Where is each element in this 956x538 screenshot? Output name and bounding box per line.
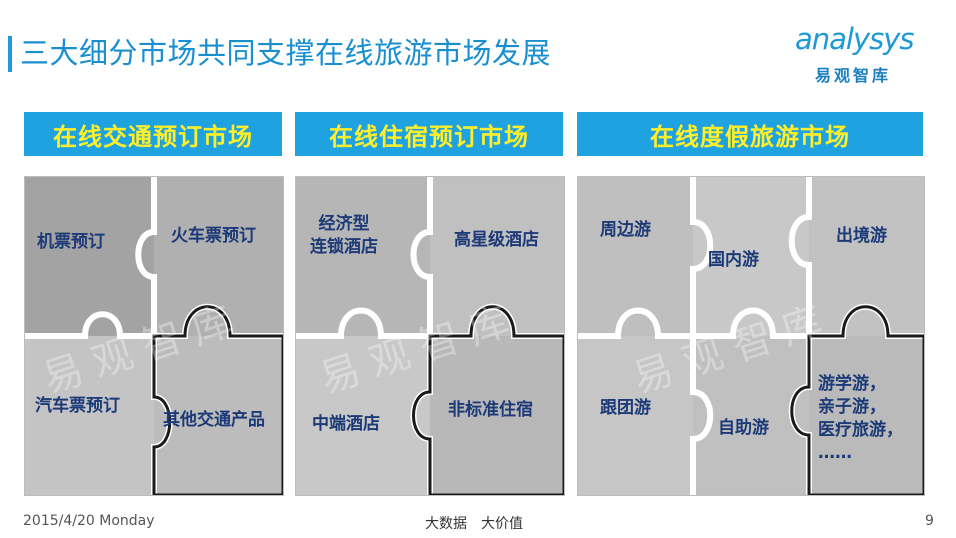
puzzle-piece-label: 高星级酒店 [454, 230, 539, 250]
puzzle-piece-label: 自助游 [718, 418, 769, 438]
logo-english: analysys [795, 22, 915, 56]
analysys-logo: analysys 易观智库 [795, 22, 935, 85]
page-number: 9 [925, 513, 934, 529]
puzzle-piece-label: 火车票预订 [171, 226, 256, 246]
footer-slogan: 大数据 大价值 [425, 516, 523, 532]
puzzle-graphic-vacation [578, 177, 924, 495]
puzzle-piece-label: 非标准住宿 [448, 400, 533, 420]
puzzle-piece-label: 其他交通产品 [163, 410, 265, 430]
puzzle-piece-label: 经济型 连锁酒店 [310, 214, 378, 257]
logo-chinese: 易观智库 [815, 66, 892, 85]
puzzle-panel-vacation: 周边游 国内游 出境游 跟团游 自助游 游学游， 亲子游， 医疗旅游， …… [577, 176, 925, 496]
title-accent-bar [8, 36, 12, 72]
puzzle-piece-label: 汽车票预订 [35, 396, 120, 416]
header-transport: 在线交通预订市场 [24, 112, 282, 156]
puzzle-piece-label: 周边游 [600, 220, 651, 240]
puzzle-panel-lodging: 经济型 连锁酒店 高星级酒店 中端酒店 非标准住宿 [295, 176, 565, 496]
puzzle-graphic-transport [25, 177, 283, 495]
puzzle-piece-label: 国内游 [708, 250, 759, 270]
puzzle-graphic-lodging [296, 177, 564, 495]
puzzle-piece-label: 机票预订 [37, 232, 105, 252]
page-title: 三大细分市场共同支撑在线旅游市场发展 [20, 36, 552, 70]
puzzle-piece-label: 中端酒店 [312, 414, 380, 434]
puzzle-panel-transport: 机票预订 火车票预订 汽车票预订 其他交通产品 [24, 176, 284, 496]
puzzle-piece-label: 出境游 [836, 226, 887, 246]
puzzle-piece-label: 跟团游 [600, 398, 651, 418]
header-vacation: 在线度假旅游市场 [577, 112, 923, 156]
puzzle-piece-label: 游学游， 亲子游， 医疗旅游， …… [818, 374, 903, 463]
footer-date: 2015/4/20 Monday [23, 513, 155, 529]
header-lodging: 在线住宿预订市场 [295, 112, 563, 156]
